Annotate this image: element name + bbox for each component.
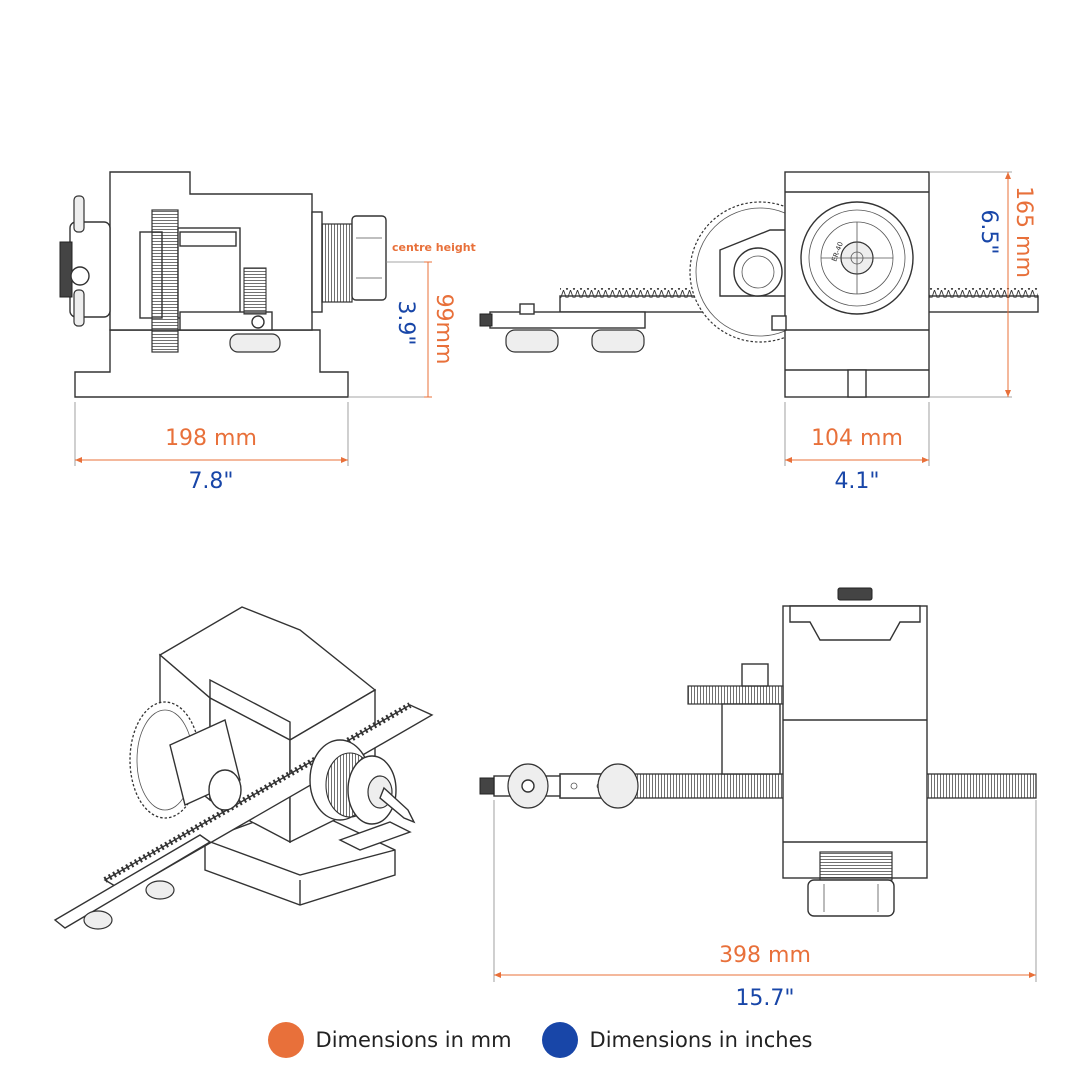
front-view-slide-bar [489,311,646,329]
top-view-end-screw [479,777,495,795]
top-view-top-clamp [789,605,921,641]
iso-roller-left [83,910,113,930]
iso-rack-teeth [103,702,412,883]
front-view: ER-40 165 mm 6.5" 104 mm 4.1" [479,171,1039,494]
side-view-base [74,329,349,398]
legend-swatch-inches [541,1022,578,1058]
top-length-in: 15.7" [735,986,794,1011]
top-view-spindle-thread [819,851,893,881]
side-view-gear [151,209,179,353]
top-view-gear-bracket [721,703,781,775]
side-view-clamp-top [179,231,237,247]
side-width-mm: 198 mm [165,426,257,451]
legend-swatch-mm [267,1022,304,1058]
front-view-side-lug [771,315,787,331]
front-view-roller-left [505,329,559,353]
top-view-roller-right [597,763,639,809]
front-width-in: 4.1" [834,469,879,494]
legend-item-inches: Dimensions in inches [541,1022,813,1058]
front-height-mm: 165 mm [1011,186,1036,278]
side-view-roller [229,333,281,353]
top-view-top-knob [837,587,873,601]
iso-slide-bar [53,834,212,929]
top-view-gear [687,685,784,705]
iso-base-step [338,821,412,851]
front-view-roller-right [591,329,645,353]
top-view-collet-nut [807,879,895,917]
side-view-handle-bottom [73,289,85,327]
front-view-end-screw [479,313,493,327]
side-view: centre height 99mm 3.9" 198 mm 7.8" [59,171,476,494]
side-view-knob [59,241,73,298]
top-length-mm: 398 mm [719,943,811,968]
legend-label-inches: Dimensions in inches [589,1028,813,1052]
top-view-gear-nut [741,663,769,687]
legend-item-mm: Dimensions in mm [267,1022,512,1058]
side-view-spindle-thread [321,223,353,303]
side-view-clamp-screw [251,315,265,329]
side-width-in: 7.8" [188,469,233,494]
front-view-base-slot [847,369,867,398]
centre-height-label: centre height [392,241,476,254]
legend-label-mm: Dimensions in mm [315,1028,512,1052]
top-view: 398 mm 15.7" [479,587,1037,1011]
front-view-bolt [519,303,535,315]
side-view-handle-hub [70,266,90,286]
front-view-pinion [733,247,783,297]
centre-height-in: 3.9" [393,300,418,345]
side-view-clamp-bottom [179,311,273,331]
front-width-mm: 104 mm [811,426,903,451]
iso-roller-right [145,880,175,900]
iso-drill-bit [379,786,416,824]
isometric-view [53,606,434,930]
iso-pinion [208,769,242,811]
side-view-spindle-flange [311,211,323,313]
side-view-pinion [243,267,267,315]
centre-height-mm: 99mm [431,294,456,365]
legend: Dimensions in mm Dimensions in inches [0,1018,1080,1062]
front-height-in: 6.5" [976,209,1001,254]
side-view-handle-top [73,195,85,233]
side-view-collet-nut [351,215,387,301]
top-view-housing [782,605,928,879]
